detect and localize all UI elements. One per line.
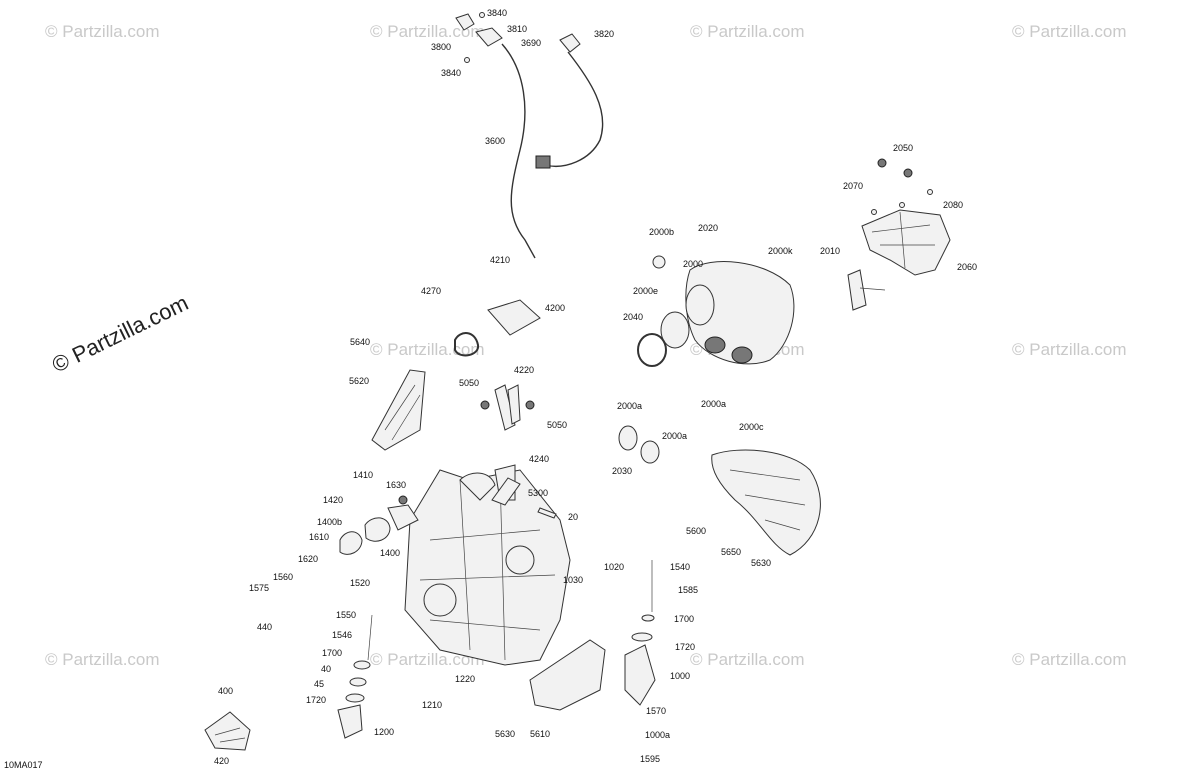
callout-c3840a: 3840 — [487, 8, 508, 18]
watermark: © Partzilla.com — [1012, 340, 1127, 359]
callout-c5050b: 5050 — [547, 420, 568, 430]
callout-c1720b: 1720 — [306, 695, 327, 705]
callout-c1630: 1630 — [386, 480, 407, 490]
callout-c5630a: 5630 — [751, 558, 772, 568]
callout-c1020: 1020 — [604, 562, 625, 572]
callout-c1540: 1540 — [670, 562, 691, 572]
watermark: © Partzilla.com — [45, 22, 160, 41]
callout-c4240: 4240 — [529, 454, 550, 464]
watermark: © Partzilla.com — [690, 650, 805, 669]
callout-c400: 400 — [218, 686, 234, 696]
callout-c4210: 4210 — [490, 255, 511, 265]
callout-c2080: 2080 — [943, 200, 964, 210]
callout-c20: 20 — [568, 512, 579, 522]
callout-c1700a: 1700 — [674, 614, 695, 624]
callout-c1030: 1030 — [563, 575, 584, 585]
callout-c1550: 1550 — [336, 610, 357, 620]
callout-c440: 440 — [257, 622, 273, 632]
callout-c3810: 3810 — [507, 24, 528, 34]
electronic-module-4200 — [454, 299, 541, 357]
callout-c1000: 1000 — [670, 671, 691, 681]
callout-c3820: 3820 — [594, 29, 615, 39]
watermark: © Partzilla.com — [690, 22, 805, 41]
water-pump-1400 — [339, 495, 419, 555]
callout-c1200: 1200 — [374, 727, 395, 737]
callout-c5620: 5620 — [349, 376, 370, 386]
callout-c2000c: 2000c — [739, 422, 764, 432]
callout-c3800: 3800 — [431, 42, 452, 52]
watermark: © Partzilla.com — [370, 650, 485, 669]
callout-c4200: 4200 — [545, 303, 566, 313]
callout-c2000b: 2000b — [649, 227, 675, 237]
heat-shield-5600 — [711, 449, 821, 556]
callout-c5050a: 5050 — [459, 378, 480, 388]
callout-c4270: 4270 — [421, 286, 442, 296]
callout-c420: 420 — [214, 756, 230, 766]
callout-c4220: 4220 — [514, 365, 535, 375]
callout-c1700b: 1700 — [322, 648, 343, 658]
callout-c5630b: 5630 — [495, 729, 516, 739]
engine-support-bracket-2060 — [861, 158, 951, 276]
callout-c40: 40 — [321, 664, 332, 674]
cover-5610 — [529, 639, 606, 711]
callout-c2070: 2070 — [843, 181, 864, 191]
callout-c1400b: 1400b — [317, 517, 343, 527]
bracket-5300 — [491, 477, 557, 519]
bracket-400 — [204, 711, 251, 751]
watermark: © Partzilla.com — [45, 650, 160, 669]
callout-c2000a1: 2000a — [617, 401, 643, 411]
callout-c1720a: 1720 — [675, 642, 696, 652]
callout-c5610: 5610 — [530, 729, 551, 739]
callout-c3600: 3600 — [485, 136, 506, 146]
callout-c5600: 5600 — [686, 526, 707, 536]
chain-guide-4220 — [480, 384, 535, 431]
callout-c1620: 1620 — [298, 554, 319, 564]
air-intake-housing-2000 — [618, 255, 795, 464]
callout-c1595: 1595 — [640, 754, 661, 764]
callout-c5300: 5300 — [528, 488, 549, 498]
callout-c2030: 2030 — [612, 466, 633, 476]
callout-c2040: 2040 — [623, 312, 644, 322]
watermark: © Partzilla.com — [370, 22, 485, 41]
callout-c2020: 2020 — [698, 223, 719, 233]
callout-c3690: 3690 — [521, 38, 542, 48]
callout-c1420: 1420 — [323, 495, 344, 505]
callout-c2000: 2000 — [683, 259, 704, 269]
callout-c1410: 1410 — [353, 470, 374, 480]
callout-c1575: 1575 — [249, 583, 270, 593]
callout-c2010: 2010 — [820, 246, 841, 256]
callout-c2000e: 2000e — [633, 286, 659, 296]
throttle-cable-assembly — [455, 12, 604, 259]
callout-c1520: 1520 — [350, 578, 371, 588]
callout-c1210: 1210 — [422, 700, 443, 710]
callout-c5650: 5650 — [721, 547, 742, 557]
engine-mount-1000 — [624, 560, 656, 706]
callout-c2000a3: 2000a — [662, 431, 688, 441]
callout-c2060: 2060 — [957, 262, 978, 272]
watermark: © Partzilla.com — [1012, 650, 1127, 669]
callout-c1220: 1220 — [455, 674, 476, 684]
bracket-2010 — [847, 269, 886, 311]
callout-c3840b: 3840 — [441, 68, 462, 78]
cover-5620 — [371, 369, 426, 451]
callout-c1610: 1610 — [309, 532, 330, 542]
callout-c2000a2: 2000a — [701, 399, 727, 409]
callout-c2000k: 2000k — [768, 246, 793, 256]
callout-c2050: 2050 — [893, 143, 914, 153]
callout-c1570: 1570 — [646, 706, 667, 716]
callout-c1000a: 1000a — [645, 730, 671, 740]
callout-c1400: 1400 — [380, 548, 401, 558]
diagram-code: 10MA017 — [4, 760, 43, 770]
watermark: © Partzilla.com — [1012, 22, 1127, 41]
callout-c1585: 1585 — [678, 585, 699, 595]
engine-mount-1200 — [337, 614, 373, 739]
callout-c1546: 1546 — [332, 630, 353, 640]
callout-c5640: 5640 — [350, 337, 371, 347]
callout-c1560: 1560 — [273, 572, 294, 582]
callout-c45: 45 — [314, 679, 325, 689]
